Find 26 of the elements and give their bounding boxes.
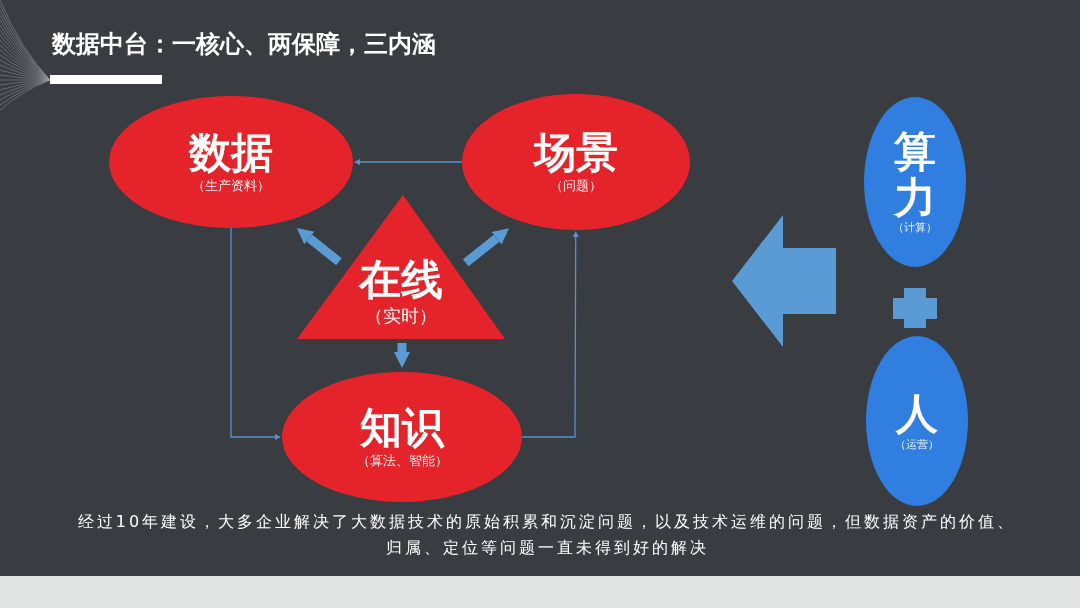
node-subtitle: （计算） <box>893 221 937 236</box>
node-subtitle: （生产资料） <box>192 177 270 195</box>
node-subtitle: （算法、智能） <box>356 452 448 470</box>
ellipse-node <box>109 96 353 228</box>
ellipse-node <box>462 94 690 230</box>
node-title: 数据 <box>189 129 273 178</box>
arrow <box>296 228 342 266</box>
node-title: 在线 <box>359 256 443 305</box>
node-title: 算力 <box>894 128 936 222</box>
ellipse-node <box>864 97 966 267</box>
node-title: 知识 <box>360 404 444 453</box>
ellipse-node <box>282 372 522 502</box>
node-subtitle: （运营） <box>895 438 939 453</box>
arrow <box>394 343 410 368</box>
ellipse-node <box>866 336 968 506</box>
arrow <box>354 159 463 165</box>
slide-title: 数据中台：一核心、两保障，三内涵 <box>52 29 436 60</box>
triangle-node <box>297 195 505 339</box>
arrow <box>521 231 579 438</box>
arrow <box>462 228 510 267</box>
node-subtitle: （实时） <box>365 304 437 328</box>
node-title: 人 <box>896 389 938 438</box>
arrow <box>230 227 281 440</box>
node-subtitle: （问题） <box>550 177 602 195</box>
node-title: 场景 <box>534 129 618 178</box>
note-text: 经过10年建设，大多企业解决了大数据技术的原始积累和沉淀问题，以及技术运维的问题，但数据资产的价值、归属、定位等问题一直未得到好的解决 <box>76 511 1018 559</box>
